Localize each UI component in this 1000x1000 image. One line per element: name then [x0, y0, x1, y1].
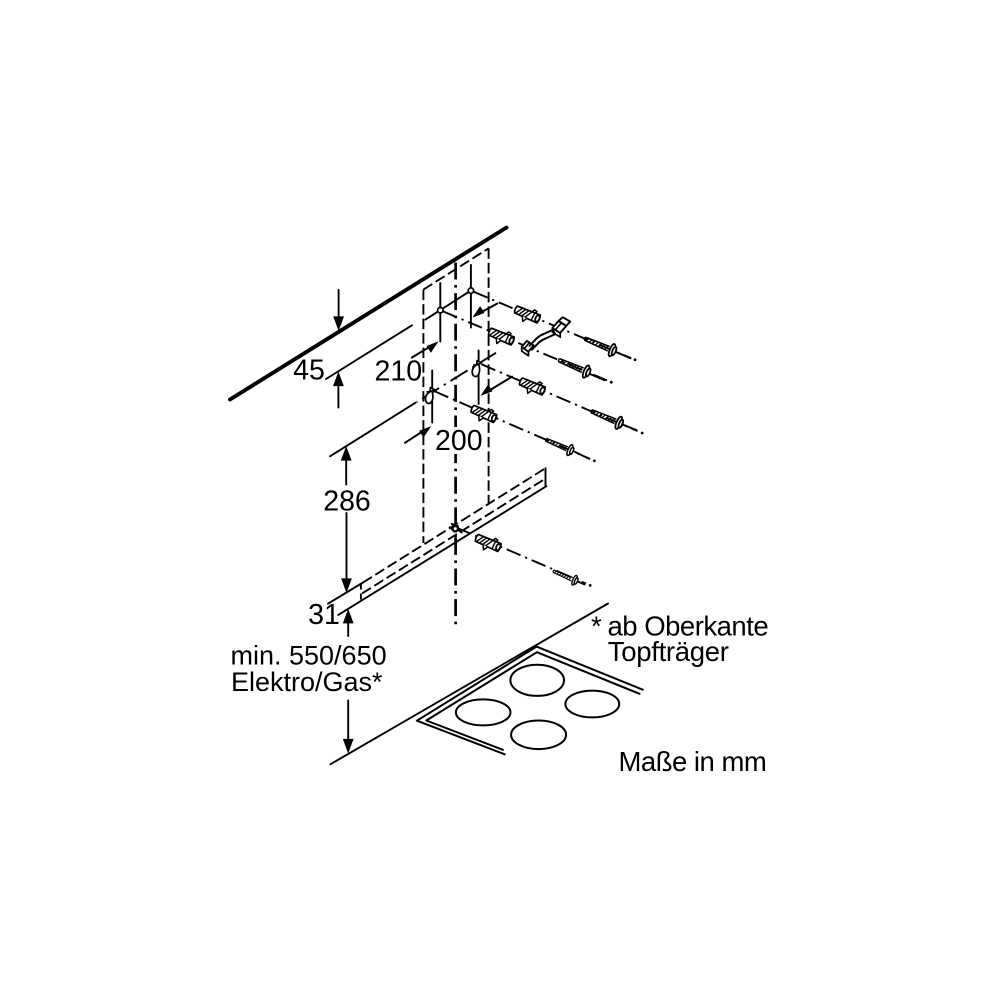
svg-text:Maße in mm: Maße in mm [619, 746, 767, 777]
svg-text:210: 210 [375, 356, 423, 388]
svg-text:*: * [591, 611, 602, 642]
svg-text:200: 200 [435, 425, 483, 457]
svg-text:Topfträger: Topfträger [608, 636, 729, 667]
svg-text:45: 45 [293, 355, 325, 387]
svg-text:31: 31 [308, 599, 340, 631]
svg-text:ab Oberkante: ab Oberkante [608, 611, 769, 642]
svg-text:Elektro/Gas*: Elektro/Gas* [231, 667, 383, 697]
svg-text:min. 550/650: min. 550/650 [231, 640, 387, 670]
svg-text:286: 286 [323, 486, 371, 518]
